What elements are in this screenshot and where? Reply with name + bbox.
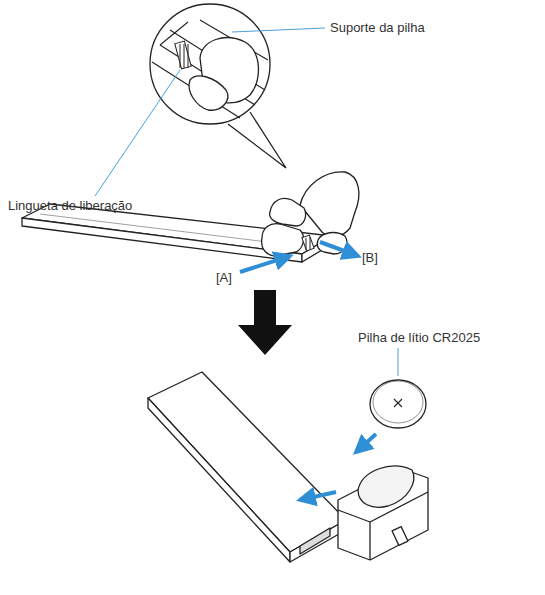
motion-arrows <box>240 242 358 272</box>
magnifier-callout <box>150 4 286 168</box>
callout-letter: [A] <box>216 270 232 286</box>
release-tab <box>302 235 314 251</box>
part-label: Suporte da pilha <box>330 20 425 36</box>
step-arrow <box>238 290 292 355</box>
coin-cell <box>370 380 426 428</box>
remote-bottom <box>148 372 346 562</box>
callout-letter: [B] <box>362 250 378 266</box>
battery-holder <box>338 466 428 560</box>
hand <box>262 172 359 256</box>
insert-arrows <box>300 434 376 500</box>
part-label: Lingueta de liberação <box>8 198 132 214</box>
leader-lines <box>95 28 398 376</box>
part-label: Pilha de lítio CR2025 <box>358 330 480 346</box>
